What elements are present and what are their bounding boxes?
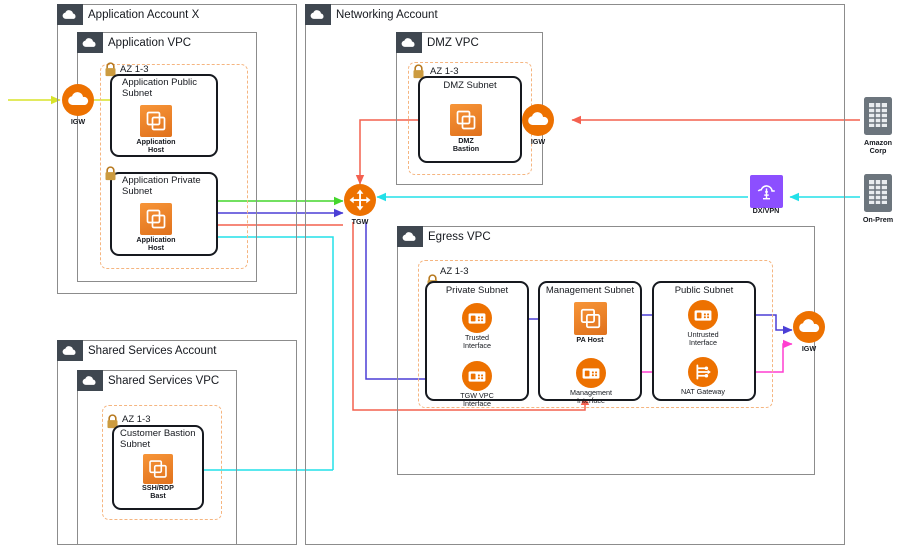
internet-gateway-icon <box>793 311 825 343</box>
vpc-shared-services: Shared Services VPC <box>76 369 237 545</box>
network-interface-icon <box>462 361 492 391</box>
node-amazon-corp-label: Amazon Corp <box>864 138 892 155</box>
corporate-datacenter-icon <box>862 172 894 214</box>
node-pa-host-label: PA Host <box>576 335 604 344</box>
az-label: AZ 1-3 <box>122 414 151 425</box>
subnet-egress-public-label: Public Subnet <box>674 285 734 296</box>
subnet-management-label: Management Subnet <box>545 285 635 296</box>
ec2-instance-icon <box>140 203 172 235</box>
subnet-application-public-label: Application Public Subnet <box>122 77 197 99</box>
node-management-interface-label: Management Interface <box>570 388 612 405</box>
lock-icon <box>412 64 425 79</box>
vpc-application-label: Application VPC <box>108 36 192 49</box>
lock-icon <box>104 166 117 181</box>
node-application-host-public-label: Application Host <box>136 137 176 154</box>
subnet-application-private-label: Application Private Subnet <box>122 175 201 197</box>
vpc-egress-label: Egress VPC <box>428 230 491 243</box>
subnet-dmz-label: DMZ Subnet <box>443 80 497 91</box>
ec2-instance-icon <box>140 105 172 137</box>
az-label: AZ 1-3 <box>120 64 149 75</box>
account-application: Application Account X <box>56 3 297 294</box>
node-tgw-vpc-interface-label: TGW VPC Interface <box>460 391 494 408</box>
az-group-shared-services <box>102 405 222 520</box>
subnet-egress-private-label: Private Subnet <box>445 285 509 296</box>
node-ssh-rdp-bastion-label: SSH/RDP Bast <box>142 483 174 500</box>
aws-cloud-icon <box>396 225 423 247</box>
aws-cloud-icon <box>56 339 83 361</box>
node-dmz-bastion-label: DMZ Bastion <box>452 136 480 153</box>
vpc-egress: Egress VPC <box>396 225 815 475</box>
node-untrusted-interface-label: Untrusted Interface <box>687 330 719 347</box>
account-application-label: Application Account X <box>88 8 200 21</box>
aws-cloud-icon <box>76 31 103 53</box>
node-trusted-interface-label: Trusted Interface <box>463 333 491 350</box>
network-interface-icon <box>462 303 492 333</box>
corporate-datacenter-icon <box>862 95 894 137</box>
ec2-instance-icon <box>574 302 607 335</box>
node-tgw-label: TGW <box>351 217 369 226</box>
vpc-shared-services-label: Shared Services VPC <box>108 374 220 387</box>
direct-connect-icon <box>750 175 783 208</box>
ec2-instance-icon <box>143 454 173 484</box>
az-group-application <box>100 64 248 269</box>
node-dx-vpn-label: DX/VPN <box>752 206 780 215</box>
internet-gateway-icon <box>522 104 554 136</box>
node-igw-dmz-label: IGW <box>530 137 546 146</box>
network-interface-icon <box>688 300 718 330</box>
az-group-egress <box>418 260 773 408</box>
vpc-application: Application VPC <box>76 31 257 282</box>
node-on-prem-label: On-Prem <box>862 215 894 224</box>
lock-icon <box>104 62 117 77</box>
network-interface-icon <box>576 358 606 388</box>
ec2-instance-icon <box>450 104 482 136</box>
aws-cloud-icon <box>76 369 103 391</box>
account-networking: Networking Account <box>304 3 845 545</box>
aws-cloud-icon <box>395 31 422 53</box>
aws-cloud-icon <box>304 3 331 25</box>
vpc-dmz-label: DMZ VPC <box>427 36 479 49</box>
subnet-customer-bastion-label: Customer Bastion Subnet <box>120 428 196 450</box>
nat-gateway-icon <box>688 357 718 387</box>
transit-gateway-icon <box>344 184 376 216</box>
node-igw-egress-label: IGW <box>801 344 817 353</box>
account-networking-label: Networking Account <box>336 8 438 21</box>
node-nat-gateway-label: NAT Gateway <box>680 387 726 396</box>
node-igw-application-label: IGW <box>70 117 86 126</box>
az-label: AZ 1-3 <box>440 266 469 277</box>
account-shared-services-label: Shared Services Account <box>88 344 217 357</box>
node-application-host-private-label: Application Host <box>136 235 176 252</box>
az-label: AZ 1-3 <box>430 66 459 77</box>
aws-cloud-icon <box>56 3 83 25</box>
internet-gateway-icon <box>62 84 94 116</box>
